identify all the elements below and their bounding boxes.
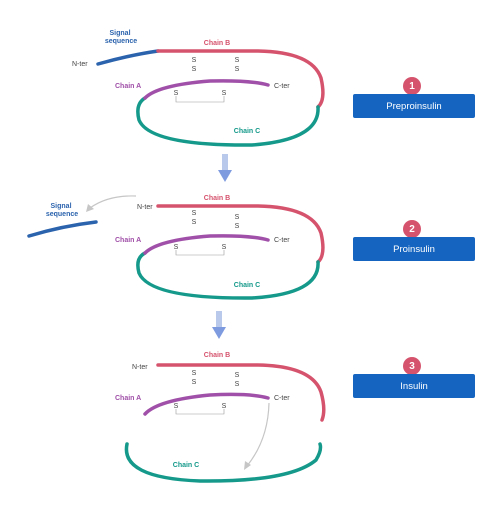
chain-b-label: Chain B: [204, 195, 230, 202]
chain-a-label: Chain A: [115, 83, 141, 90]
signal-sequence-label-line-1: Signal: [51, 203, 72, 210]
chain-b-strand: [156, 49, 325, 109]
stage-1-preproinsulin: S S S S S S Signal sequence N-ter Chain …: [72, 30, 325, 147]
sulfur-label: S: [235, 372, 240, 379]
sulfur-label: S: [235, 66, 240, 73]
signal-sequence-label-line-1: Signal: [110, 30, 131, 37]
chain-b-label: Chain B: [204, 40, 230, 47]
sulfur-label: S: [222, 403, 227, 410]
process-arrow-2: [212, 311, 226, 339]
n-terminus-label: N-ter: [132, 364, 148, 371]
cleavage-arrow: [89, 195, 137, 209]
chain-c-strand: [136, 251, 320, 300]
sulfur-label: S: [192, 370, 197, 377]
intrachain-disulfide-bond: [175, 250, 225, 256]
n-terminus-label: N-ter: [137, 204, 153, 211]
sulfur-label: S: [235, 223, 240, 230]
sulfur-label: S: [235, 57, 240, 64]
stage-3-insulin: S S S S S S N-ter Chain B Chain A C-ter …: [115, 352, 326, 483]
chain-b-strand: [156, 204, 325, 264]
signal-sequence-label-line-2: sequence: [105, 38, 137, 45]
stage-number-badge: 2: [403, 220, 421, 238]
signal-sequence-strand: [96, 49, 160, 66]
c-terminus-label: C-ter: [274, 237, 290, 244]
signal-sequence-strand: [27, 220, 98, 238]
chain-b-strand: [156, 363, 326, 422]
n-terminus-label: N-ter: [72, 61, 88, 68]
chain-a-strand: [143, 79, 270, 100]
stage-2-proinsulin: S S S S S S Signal sequence N-ter Chain …: [27, 195, 325, 300]
chain-c-strand: [136, 96, 320, 147]
sulfur-label: S: [192, 219, 197, 226]
stage-label-proinsulin: Proinsulin: [353, 237, 475, 261]
signal-sequence-label: Signal sequence: [105, 30, 137, 45]
stage-number-badge: 1: [403, 77, 421, 95]
sulfur-label: S: [222, 90, 227, 97]
chain-c-label: Chain C: [173, 462, 199, 469]
sulfur-label: S: [192, 210, 197, 217]
chain-a-label: Chain A: [115, 395, 141, 402]
sulfur-label: S: [222, 244, 227, 251]
chain-c-strand: [124, 442, 323, 483]
stage-label-insulin: Insulin: [353, 374, 475, 398]
sulfur-label: S: [192, 379, 197, 386]
chain-a-strand: [143, 392, 270, 416]
stage-number-badge: 3: [403, 357, 421, 375]
sulfur-label: S: [192, 66, 197, 73]
signal-sequence-label-line-2: sequence: [46, 211, 78, 218]
intrachain-disulfide-bond: [175, 96, 225, 103]
release-arrow: [246, 402, 270, 467]
c-terminus-label: C-ter: [274, 83, 290, 90]
chain-c-label: Chain C: [234, 128, 260, 135]
chain-b-label: Chain B: [204, 352, 230, 359]
chain-a-label: Chain A: [115, 237, 141, 244]
c-terminus-label: C-ter: [274, 395, 290, 402]
sulfur-label: S: [174, 90, 179, 97]
stage-label-preproinsulin: Preproinsulin: [353, 94, 475, 118]
sulfur-label: S: [235, 214, 240, 221]
sulfur-label: S: [174, 403, 179, 410]
process-arrow-1: [218, 154, 232, 182]
signal-sequence-label: Signal sequence: [46, 203, 78, 218]
intrachain-disulfide-bond: [175, 409, 225, 415]
chain-a-strand: [143, 234, 270, 255]
sulfur-label: S: [192, 57, 197, 64]
sulfur-label: S: [174, 244, 179, 251]
sulfur-label: S: [235, 381, 240, 388]
chain-c-label: Chain C: [234, 282, 260, 289]
